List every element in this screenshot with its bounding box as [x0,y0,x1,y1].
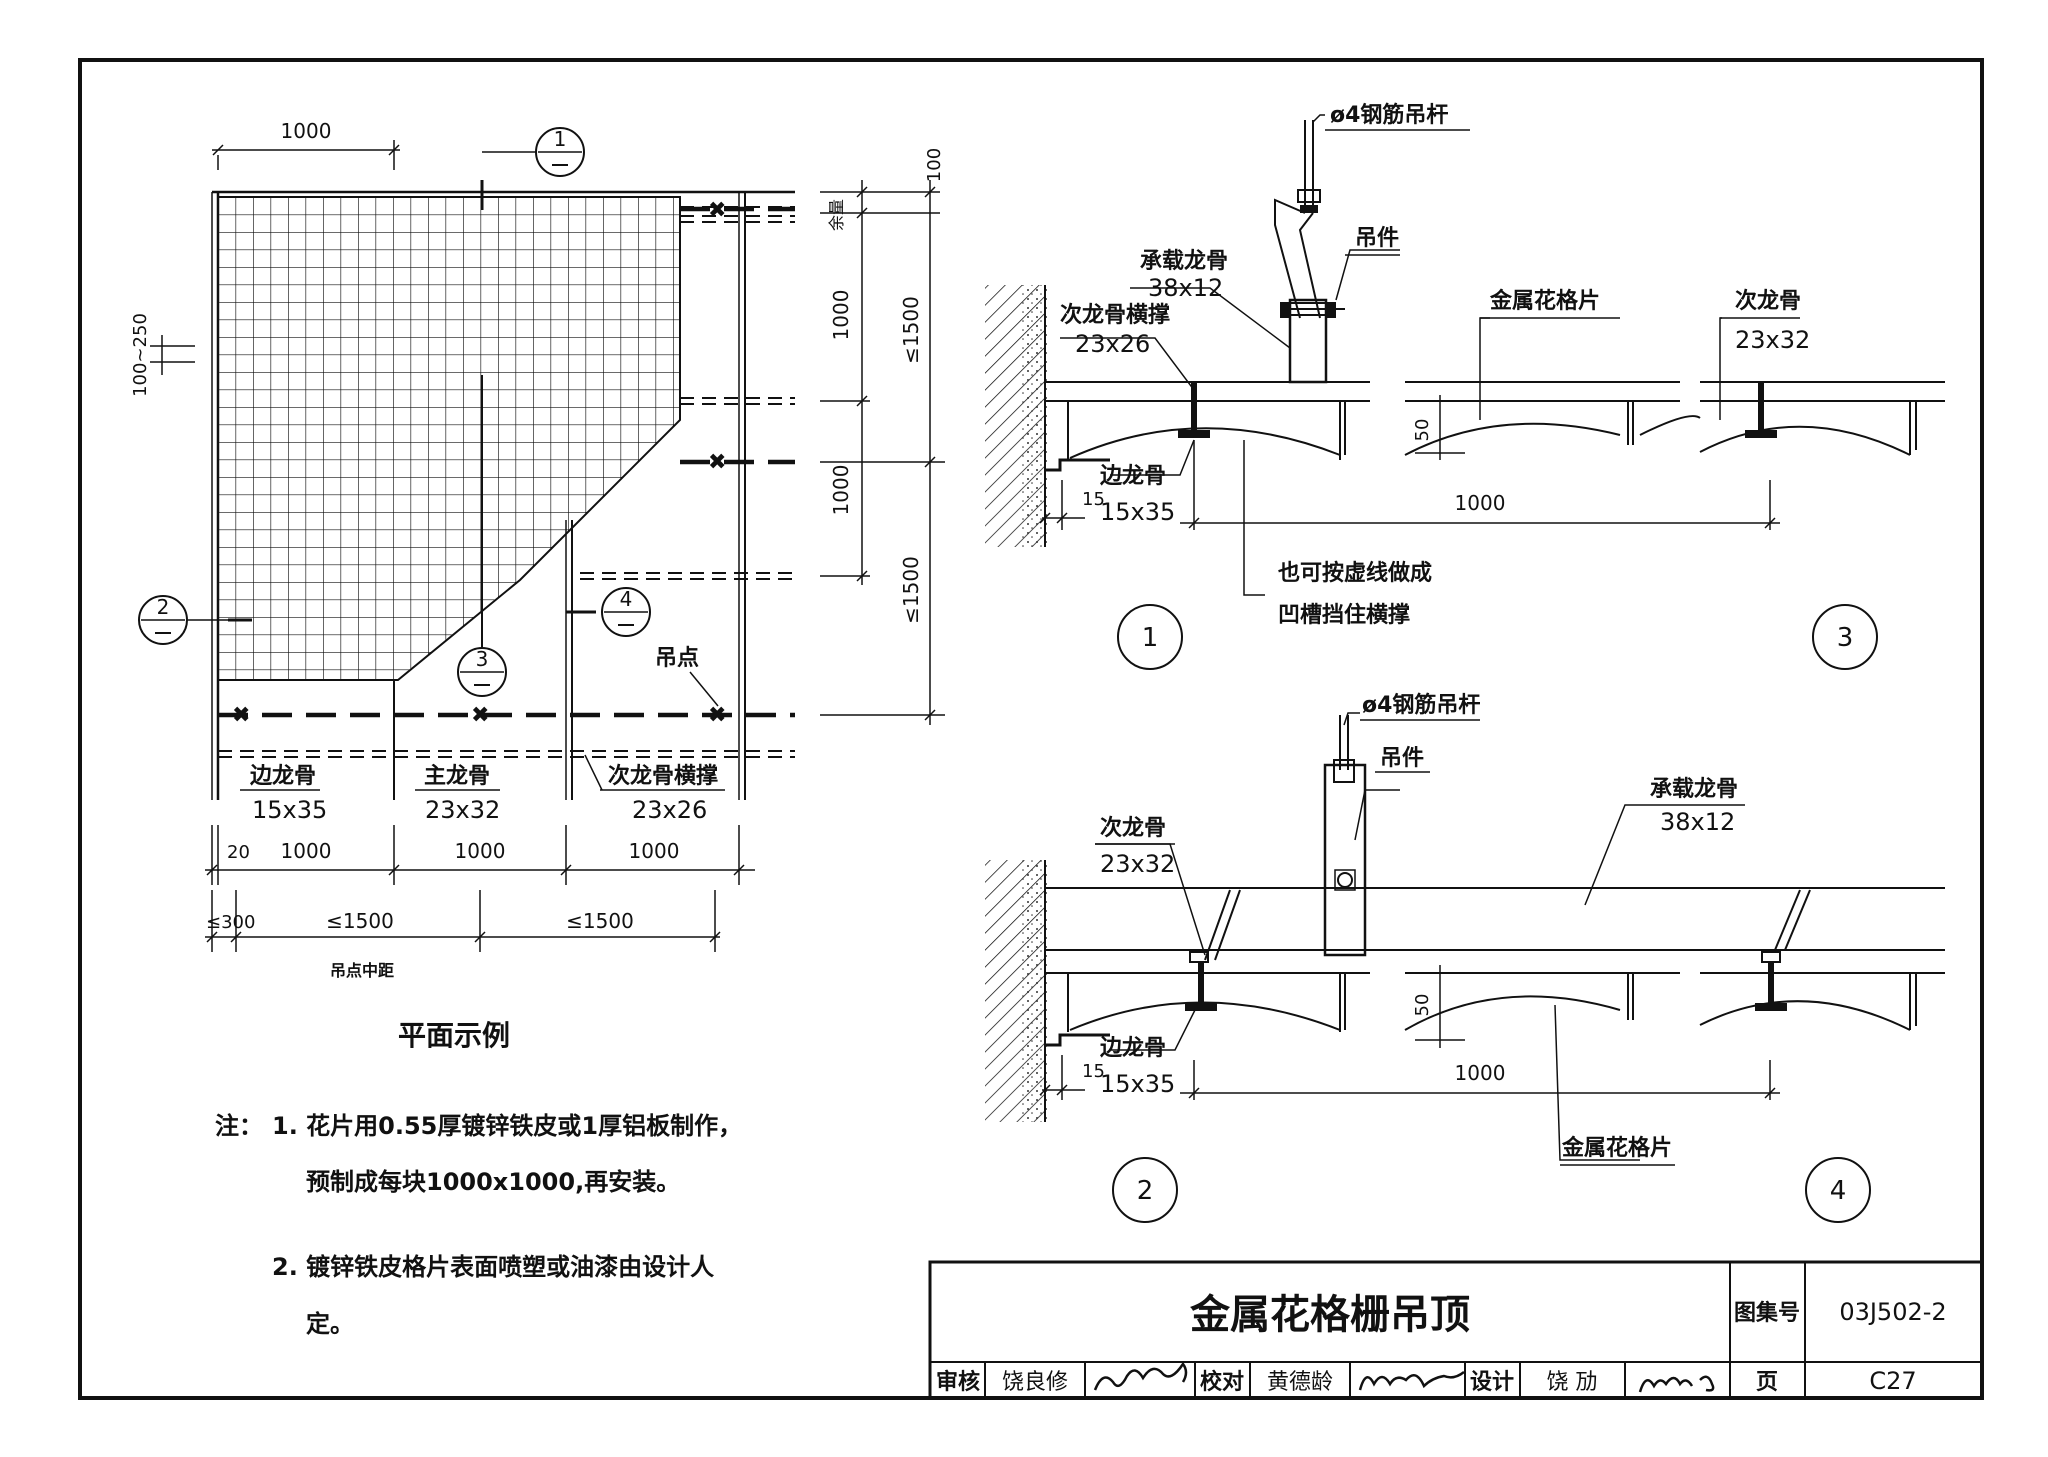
svg-text:审核: 审核 [936,1369,980,1395]
svg-text:2. 镀锌铁皮格片表面喷塑或油漆由设计人: 2. 镀锌铁皮格片表面喷塑或油漆由设计人 [272,1253,714,1281]
svg-text:ø4钢筋吊杆: ø4钢筋吊杆 [1362,692,1480,718]
svg-text:03J502-2: 03J502-2 [1839,1298,1946,1326]
svg-text:黄德龄: 黄德龄 [1267,1370,1333,1395]
svg-text:2: 2 [1137,1176,1154,1206]
svg-text:15x35: 15x35 [1100,498,1175,526]
svg-text:承载龙骨: 承载龙骨 [1650,776,1738,802]
bottom-dim-caption: 吊点中距 [330,961,394,980]
svg-text:1. 花片用0.55厚镀锌铁皮或1厚铝板制作，: 1. 花片用0.55厚镀锌铁皮或1厚铝板制作， [272,1112,742,1140]
svg-text:15: 15 [1082,489,1105,510]
svg-text:C27: C27 [1869,1367,1916,1395]
svg-text:承载龙骨: 承载龙骨 [1140,248,1228,274]
plan-top-dim: 1000 [281,119,332,143]
svg-text:校对: 校对 [1200,1369,1244,1395]
svg-text:凹槽挡住横撑: 凹槽挡住横撑 [1278,602,1410,628]
svg-text:15x35: 15x35 [252,796,327,824]
callout-1: 1 [482,127,585,177]
svg-text:1: 1 [554,127,567,151]
svg-text:1000: 1000 [829,465,853,516]
svg-text:边龙骨: 边龙骨 [249,764,316,789]
svg-text:图集号: 图集号 [1734,1300,1800,1326]
callout-4: 4 [601,587,651,637]
svg-text:ø4钢筋吊杆: ø4钢筋吊杆 [1330,102,1448,128]
svg-text:≤1500: ≤1500 [566,909,634,933]
svg-text:23x32: 23x32 [425,796,500,824]
detail-upper: 15 1000 50 ø4钢筋吊杆 吊件 承载龙骨 38x12 次龙骨横撑 23… [985,102,1945,670]
svg-text:50: 50 [1412,994,1433,1017]
svg-text:1000: 1000 [829,290,853,341]
svg-text:2: 2 [157,595,170,619]
svg-text:1000: 1000 [281,839,332,863]
svg-text:15: 15 [1082,1061,1105,1082]
svg-text:≤1500: ≤1500 [899,556,923,624]
svg-text:20: 20 [227,842,250,863]
detail-lower: 15 1000 50 ø4钢筋吊杆 吊件 承载龙骨 38x12 次龙骨 23x3… [985,692,1945,1223]
svg-text:✖: ✖ [708,703,726,728]
svg-text:23x26: 23x26 [632,796,707,824]
svg-text:38x12: 38x12 [1660,808,1735,836]
svg-text:100: 100 [924,148,945,182]
svg-text:1: 1 [1142,623,1159,653]
svg-text:23x32: 23x32 [1735,326,1810,354]
svg-text:次龙骨: 次龙骨 [1735,288,1801,314]
svg-text:预制成每块1000x1000,再安装。: 预制成每块1000x1000,再安装。 [306,1168,680,1196]
svg-text:3: 3 [1837,623,1854,653]
svg-text:✖: ✖ [708,198,726,223]
svg-text:1000: 1000 [629,839,680,863]
svg-text:50: 50 [1412,419,1433,442]
svg-text:4: 4 [620,587,633,611]
designer-signature [1638,1375,1715,1393]
svg-text:23x32: 23x32 [1100,850,1175,878]
svg-text:✖: ✖ [471,703,489,728]
svg-text:页: 页 [1756,1370,1778,1395]
svg-text:边龙骨: 边龙骨 [1099,1036,1166,1061]
drawing-title: 金属花格栅吊顶 [1189,1292,1470,1338]
svg-text:注：: 注： [215,1112,263,1140]
reviewer-signature [1093,1361,1188,1391]
svg-text:次龙骨: 次龙骨 [1100,815,1166,841]
svg-text:✖: ✖ [232,703,250,728]
svg-text:≤1500: ≤1500 [326,909,394,933]
svg-text:金属花格片: 金属花格片 [1489,288,1600,314]
svg-text:余量: 余量 [827,199,846,231]
svg-text:设计: 设计 [1470,1370,1514,1395]
title-block: 金属花格栅吊顶 图集号 03J502-2 审核 饶良修 校对 黄德龄 设计 饶 … [928,1260,1984,1400]
svg-text:主龙骨: 主龙骨 [424,764,490,789]
svg-text:吊件: 吊件 [1355,226,1399,251]
callout-2: 2 [138,595,228,645]
svg-text:1000: 1000 [455,839,506,863]
svg-text:3: 3 [476,647,489,671]
plan-view: ✖ ✖ ✖ ✖ ✖ 1 2 3 [130,119,945,1052]
hanger-point-marks: ✖ ✖ ✖ ✖ ✖ [232,198,726,728]
hanger-point-label: 吊点 [655,645,699,671]
svg-text:次龙骨横撑: 次龙骨横撑 [1060,302,1170,328]
svg-text:饶 劢: 饶 劢 [1547,1370,1598,1395]
svg-text:4: 4 [1830,1176,1847,1206]
plan-title: 平面示例 [398,1019,510,1052]
svg-text:1000: 1000 [1455,1061,1506,1085]
plan-left-dim: 100~250 [130,313,151,397]
svg-text:≤1500: ≤1500 [899,296,923,364]
svg-text:38x12: 38x12 [1148,274,1223,302]
svg-text:吊件: 吊件 [1380,746,1424,771]
svg-text:1000: 1000 [1455,491,1506,515]
svg-text:23x26: 23x26 [1075,330,1150,358]
svg-text:也可按虚线做成: 也可按虚线做成 [1278,560,1432,586]
grid-panel-edge [218,196,681,681]
svg-text:饶良修: 饶良修 [1002,1370,1068,1395]
svg-text:边龙骨: 边龙骨 [1099,464,1166,489]
svg-text:定。: 定。 [306,1310,354,1338]
checker-signature [1358,1371,1465,1391]
svg-text:≤300: ≤300 [206,912,255,933]
svg-text:金属花格片: 金属花格片 [1561,1135,1672,1161]
callout-3: 3 [457,647,507,697]
svg-text:次龙骨横撑: 次龙骨横撑 [608,763,718,789]
svg-text:✖: ✖ [708,450,726,475]
notes: 注： 1. 花片用0.55厚镀锌铁皮或1厚铝板制作， 预制成每块1000x100… [215,1112,742,1338]
svg-text:15x35: 15x35 [1100,1070,1175,1098]
